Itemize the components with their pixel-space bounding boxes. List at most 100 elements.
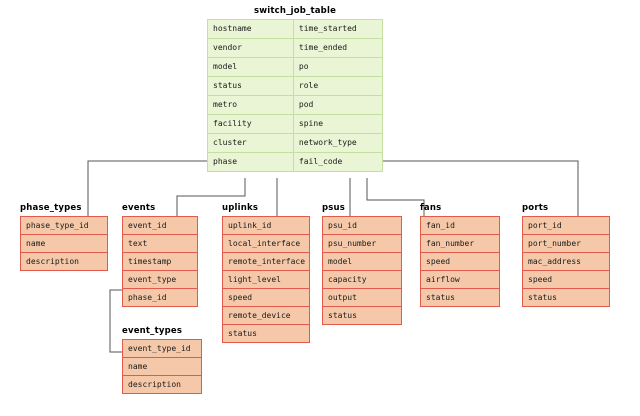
table-row[interactable]: event_type xyxy=(122,270,198,289)
field-cell: model xyxy=(207,57,294,77)
table-row[interactable]: name xyxy=(122,357,202,376)
table-row[interactable]: speed xyxy=(522,270,610,289)
entity-title-uplinks: uplinks xyxy=(222,203,259,213)
table-row[interactable]: light_level xyxy=(222,270,310,289)
entity-title-event-types: event_types xyxy=(122,326,183,336)
field-cell: status xyxy=(522,288,610,307)
entity-title-ports: ports xyxy=(522,203,549,213)
table-row[interactable]: local_interface xyxy=(222,234,310,253)
connector-fans xyxy=(366,178,425,229)
table-row[interactable]: cluster network_type xyxy=(207,133,384,153)
table-row[interactable]: event_id xyxy=(122,216,198,235)
field-cell: airflow xyxy=(420,270,500,289)
table-row[interactable]: status xyxy=(522,288,610,307)
table-row[interactable]: fan_number xyxy=(420,234,500,253)
connector-ports xyxy=(383,160,579,229)
table-row[interactable]: status role xyxy=(207,76,384,96)
main-table-body: hostname time_started vendor time_ended … xyxy=(207,19,384,172)
table-row[interactable]: remote_interface xyxy=(222,252,310,271)
field-cell: psu_id xyxy=(322,216,402,235)
field-cell: facility xyxy=(207,114,294,134)
field-cell: description xyxy=(20,252,108,271)
field-cell: status xyxy=(420,288,500,307)
field-cell: hostname xyxy=(207,19,294,39)
entity-title-psus: psus xyxy=(322,203,346,213)
table-row[interactable]: capacity xyxy=(322,270,402,289)
table-row[interactable]: metro pod xyxy=(207,95,384,115)
field-cell: remote_device xyxy=(222,306,310,325)
table-row[interactable]: speed xyxy=(222,288,310,307)
field-cell: output xyxy=(322,288,402,307)
field-cell: speed xyxy=(420,252,500,271)
field-cell: uplink_id xyxy=(222,216,310,235)
table-row[interactable]: hostname time_started xyxy=(207,19,384,39)
field-cell: status xyxy=(222,324,310,343)
field-cell: description xyxy=(122,375,202,394)
field-cell: fan_number xyxy=(420,234,500,253)
field-cell: cluster xyxy=(207,133,294,153)
field-cell: po xyxy=(292,57,384,77)
field-cell: model xyxy=(322,252,402,271)
table-row[interactable]: status xyxy=(322,306,402,325)
table-row[interactable]: name xyxy=(20,234,108,253)
table-row[interactable]: fan_id xyxy=(420,216,500,235)
field-cell: remote_interface xyxy=(222,252,310,271)
table-psus: psu_id psu_number model capacity output … xyxy=(322,216,402,325)
table-row[interactable]: port_number xyxy=(522,234,610,253)
entity-fans: fans fan_id fan_number speed airflow sta… xyxy=(420,203,500,307)
entity-event-types: event_types event_type_id name descripti… xyxy=(122,326,202,394)
field-cell: speed xyxy=(222,288,310,307)
field-cell: event_type xyxy=(122,270,198,289)
field-cell: name xyxy=(122,357,202,376)
table-row[interactable]: phase_id xyxy=(122,288,198,307)
field-cell: speed xyxy=(522,270,610,289)
table-row[interactable]: text xyxy=(122,234,198,253)
field-cell: capacity xyxy=(322,270,402,289)
table-row[interactable]: facility spine xyxy=(207,114,384,134)
table-row[interactable]: vendor time_ended xyxy=(207,38,384,58)
table-row[interactable]: speed xyxy=(420,252,500,271)
table-ports: port_id port_number mac_address speed st… xyxy=(522,216,610,307)
table-uplinks: uplink_id local_interface remote_interfa… xyxy=(222,216,310,343)
field-cell: pod xyxy=(292,95,384,115)
field-cell: time_ended xyxy=(292,38,384,58)
table-row[interactable]: model po xyxy=(207,57,384,77)
field-cell: psu_number xyxy=(322,234,402,253)
field-cell: role xyxy=(292,76,384,96)
table-row[interactable]: psu_number xyxy=(322,234,402,253)
field-cell: time_started xyxy=(292,19,384,39)
table-events: event_id text timestamp event_type phase… xyxy=(122,216,198,307)
table-row[interactable]: description xyxy=(122,375,202,394)
table-row[interactable]: output xyxy=(322,288,402,307)
table-row[interactable]: description xyxy=(20,252,108,271)
entity-title-fans: fans xyxy=(420,203,442,213)
field-cell: event_type_id xyxy=(122,339,202,358)
field-cell: phase xyxy=(207,152,294,172)
entity-ports: ports port_id port_number mac_address sp… xyxy=(522,203,610,307)
field-cell: status xyxy=(322,306,402,325)
table-row[interactable]: airflow xyxy=(420,270,500,289)
table-row[interactable]: mac_address xyxy=(522,252,610,271)
field-cell: event_id xyxy=(122,216,198,235)
field-cell: timestamp xyxy=(122,252,198,271)
table-row[interactable]: model xyxy=(322,252,402,271)
table-row[interactable]: psu_id xyxy=(322,216,402,235)
table-switch-job-table: hostname time_started vendor time_ended … xyxy=(207,19,384,172)
field-cell: fail_code xyxy=(292,152,384,172)
table-row[interactable]: port_id xyxy=(522,216,610,235)
field-cell: metro xyxy=(207,95,294,115)
table-row[interactable]: remote_device xyxy=(222,306,310,325)
table-row[interactable]: uplink_id xyxy=(222,216,310,235)
table-event-types: event_type_id name description xyxy=(122,339,202,394)
entity-phase-types: phase_types phase_type_id name descripti… xyxy=(20,203,108,271)
table-row[interactable]: phase fail_code xyxy=(207,152,384,172)
table-row[interactable]: status xyxy=(222,324,310,343)
field-cell: network_type xyxy=(292,133,384,153)
table-row[interactable]: timestamp xyxy=(122,252,198,271)
table-row[interactable]: phase_type_id xyxy=(20,216,108,235)
table-row[interactable]: event_type_id xyxy=(122,339,202,358)
field-cell: text xyxy=(122,234,198,253)
table-row[interactable]: status xyxy=(420,288,500,307)
